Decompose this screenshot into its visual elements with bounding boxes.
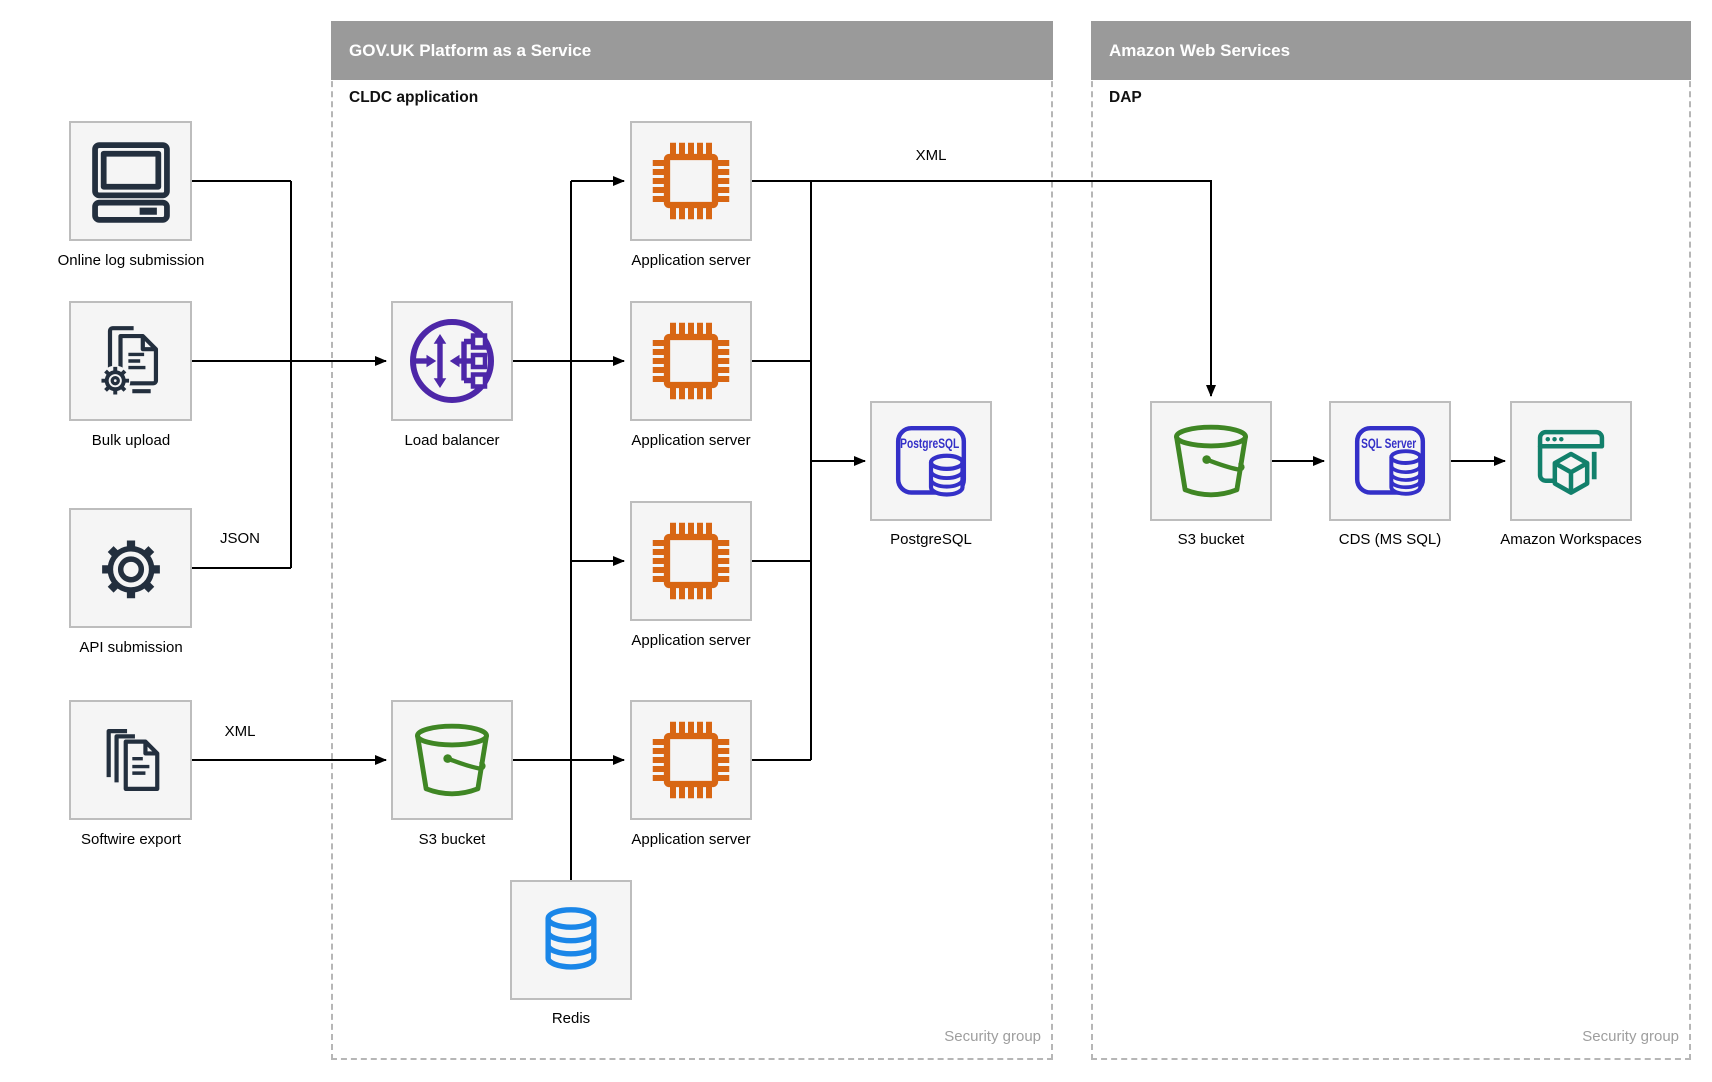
govuk-paas-header: GOV.UK Platform as a Service	[331, 21, 1053, 80]
aws-security-group-label: Security group	[1582, 1028, 1679, 1045]
node-redis	[510, 880, 632, 1000]
amazon-workspaces-icon	[1537, 429, 1605, 495]
node-softwire-export	[69, 700, 192, 820]
xml-feed-edge-label: XML	[915, 147, 947, 164]
chip-icon	[652, 721, 730, 799]
sql-server-icon: SQL Server	[1354, 425, 1426, 496]
cds-ms-sql-label: CDS (MS SQL)	[1338, 531, 1442, 548]
chip-icon	[652, 322, 730, 400]
online-log-submission-label: Online log submission	[57, 252, 205, 269]
gear-icon	[101, 540, 160, 599]
node-api-submission	[69, 508, 192, 628]
aws-title: Amazon Web Services	[1109, 40, 1291, 60]
amazon-workspaces-label: Amazon Workspaces	[1500, 531, 1642, 548]
s3-bucket-icon	[415, 723, 489, 797]
load-balancer-icon	[410, 319, 494, 403]
node-amazon-workspaces	[1510, 401, 1632, 521]
database-cylinder-icon	[545, 907, 597, 970]
node-load-balancer	[391, 301, 513, 421]
postgresql-label: PostgreSQL	[890, 531, 972, 548]
dap-label: DAP	[1109, 89, 1142, 106]
node-cds-ms-sql: SQL Server	[1329, 401, 1451, 521]
app-server-3-label: Application server	[631, 632, 751, 649]
computer-icon	[91, 142, 170, 223]
s3-bucket-icon	[1174, 424, 1248, 498]
node-app-server-3	[630, 501, 752, 621]
node-app-server-2	[630, 301, 752, 421]
sql-server-icon-text: SQL Server	[1361, 436, 1417, 451]
connectors	[192, 176, 1506, 880]
chip-icon	[652, 522, 730, 600]
node-app-server-4	[630, 700, 752, 820]
bulk-upload-label: Bulk upload	[91, 432, 171, 449]
app-server-2-label: Application server	[631, 432, 751, 449]
s3-bucket-aws-label: S3 bucket	[1177, 531, 1245, 548]
cldc-application-label: CLDC application	[349, 89, 479, 106]
node-app-server-1	[630, 121, 752, 241]
aws-header: Amazon Web Services	[1091, 21, 1691, 80]
json-edge-label: JSON	[219, 530, 261, 547]
postgresql-icon-text: PostgreSQL	[900, 436, 959, 451]
load-balancer-label: Load balancer	[404, 432, 500, 449]
govuk-security-group-label: Security group	[944, 1028, 1041, 1045]
documents-stack-icon	[106, 729, 159, 791]
redis-label: Redis	[551, 1010, 591, 1027]
api-submission-label: API submission	[79, 639, 183, 656]
chip-icon	[652, 142, 730, 220]
xml-export-edge-label: XML	[224, 723, 256, 740]
app-server-1-label: Application server	[631, 252, 751, 269]
node-postgresql: PostgreSQL	[870, 401, 992, 521]
edge-app-servers-to-aws-s3	[752, 180, 1216, 397]
softwire-export-label: Softwire export	[80, 831, 182, 848]
postgresql-icon: PostgreSQL	[895, 425, 967, 497]
node-online-log-submission	[69, 121, 192, 241]
govuk-paas-title: GOV.UK Platform as a Service	[349, 40, 592, 60]
node-bulk-upload	[69, 301, 192, 421]
node-s3-bucket-govuk	[391, 700, 513, 820]
node-s3-bucket-aws	[1150, 401, 1272, 521]
app-server-4-label: Application server	[631, 831, 751, 848]
document-gear-icon	[99, 326, 158, 396]
s3-bucket-govuk-label: S3 bucket	[418, 831, 486, 848]
